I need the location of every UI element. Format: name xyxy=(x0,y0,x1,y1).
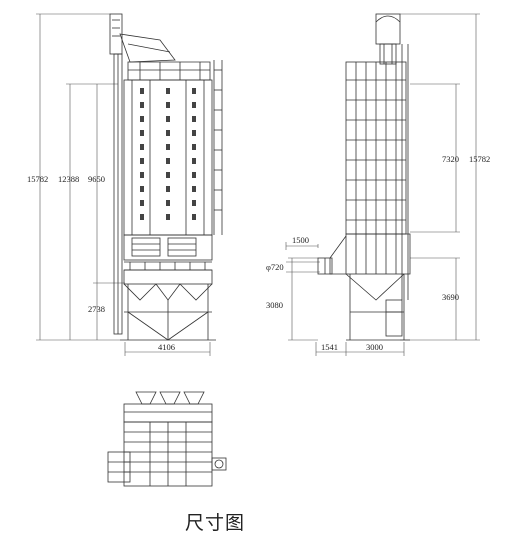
dim-side-height-3080: 3080 xyxy=(266,300,283,310)
dim-front-total-height: 15782 xyxy=(27,174,48,184)
drawing-caption: 尺寸图 xyxy=(184,512,245,534)
dim-side-diameter: φ720 xyxy=(266,262,284,272)
dim-side-width-1541: 1541 xyxy=(321,342,338,352)
plan-view xyxy=(107,391,227,487)
dim-front-width: 4106 xyxy=(158,342,175,352)
dim-front-height-9650: 9650 xyxy=(88,174,105,184)
dim-front-height-2738: 2738 xyxy=(88,304,105,314)
dim-side-height-7320: 7320 xyxy=(442,154,459,164)
front-view xyxy=(36,13,223,356)
dim-side-width-3000: 3000 xyxy=(366,342,383,352)
dim-side-height-3690: 3690 xyxy=(442,292,459,302)
dim-side-total-height: 15782 xyxy=(469,154,490,164)
dim-front-height-12388: 12388 xyxy=(58,174,79,184)
side-view xyxy=(285,13,480,356)
dim-side-length-1500: 1500 xyxy=(292,235,309,245)
